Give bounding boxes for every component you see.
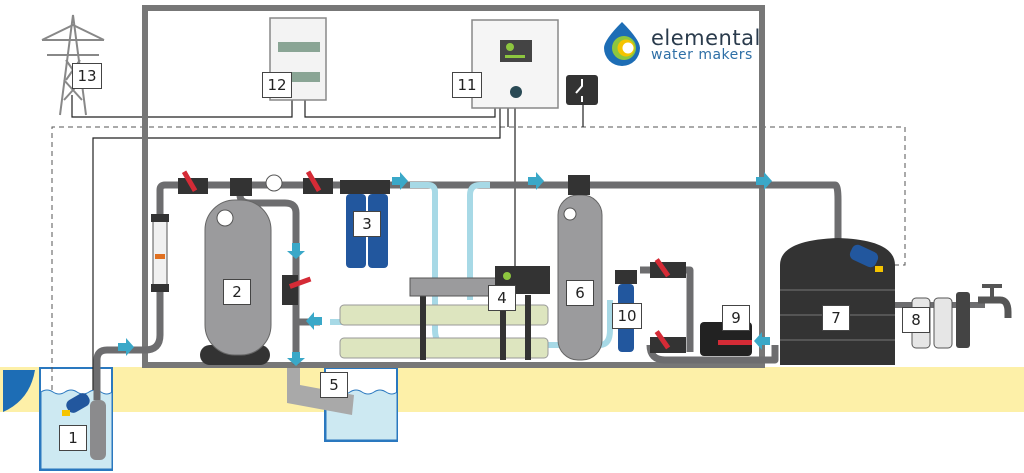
emergency-switch-icon	[566, 75, 598, 105]
label-8: 8	[902, 307, 930, 333]
ball-valves	[178, 170, 686, 353]
label-1: 1	[59, 425, 87, 451]
label-11: 11	[452, 72, 482, 98]
label-4: 4	[488, 285, 516, 311]
faucet-icon	[978, 284, 1012, 318]
label-5: 5	[320, 372, 348, 398]
sea-icon	[3, 370, 35, 412]
sand-filter-tank	[200, 178, 272, 365]
ro-membranes	[339, 295, 549, 360]
ro-control-unit	[409, 266, 550, 297]
label-6: 6	[566, 280, 594, 306]
label-7: 7	[822, 305, 850, 331]
float-switch	[62, 393, 106, 460]
electrical-panel	[269, 17, 327, 101]
label-12: 12	[262, 72, 292, 98]
control-wire-dashed	[51, 126, 906, 390]
label-13: 13	[72, 63, 102, 89]
power-wires	[71, 95, 584, 390]
flow-meter	[151, 214, 169, 292]
brand-tagline: water makers	[651, 47, 753, 63]
storage-tank	[780, 238, 895, 365]
label-2: 2	[223, 279, 251, 305]
remineralization-tank	[557, 175, 603, 361]
elemental-logo	[604, 22, 640, 66]
label-10: 10	[612, 303, 642, 329]
ground-band	[0, 367, 1024, 412]
label-3: 3	[353, 211, 381, 237]
controller-unit	[471, 19, 559, 109]
label-9: 9	[722, 305, 750, 331]
brand-name: elemental	[651, 26, 761, 50]
flow-arrows	[118, 172, 772, 366]
